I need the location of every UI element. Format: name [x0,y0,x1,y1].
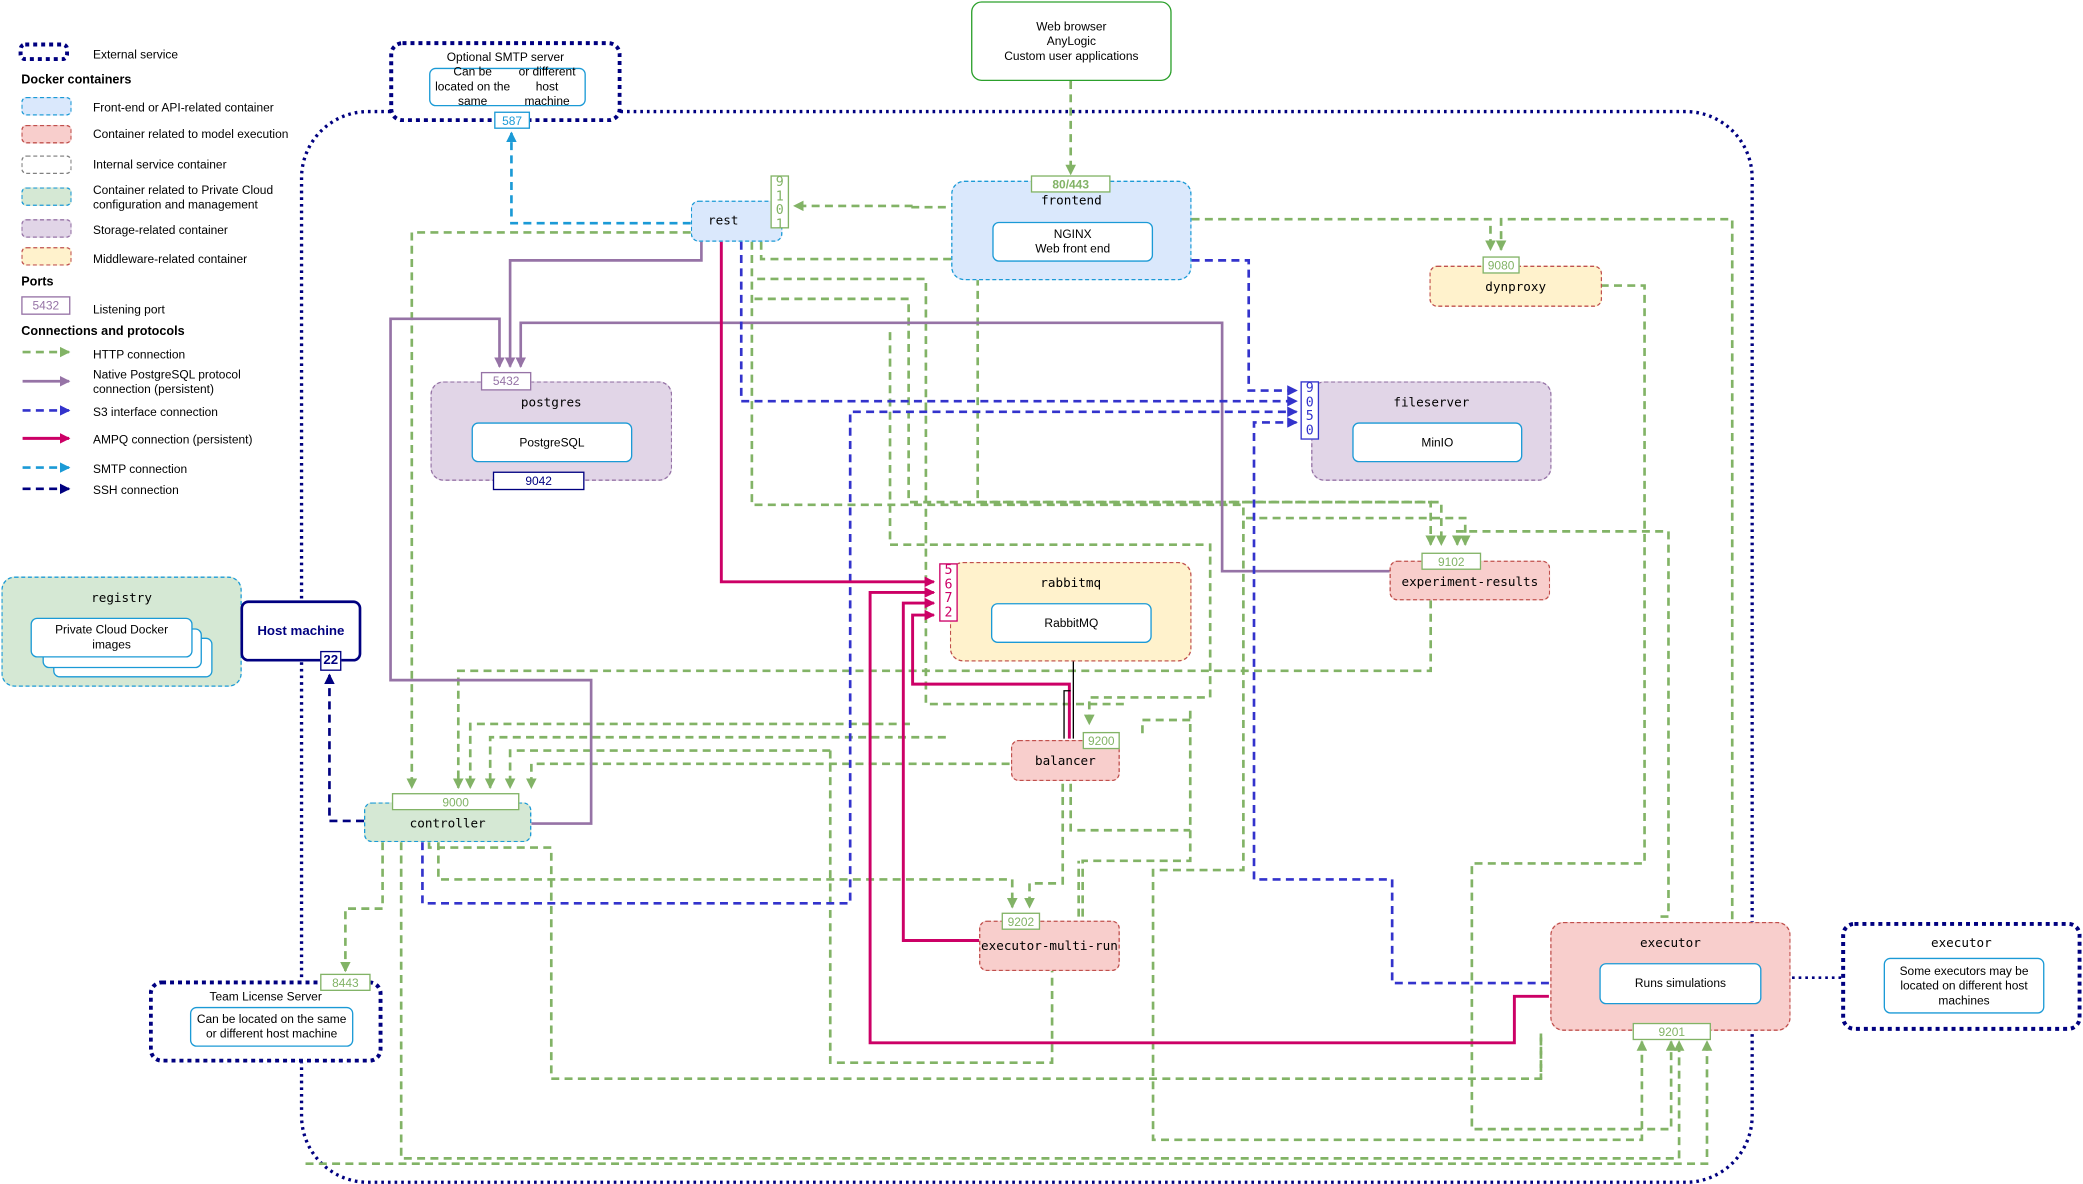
executor-container: executor Runs simulations [1550,921,1791,1031]
legend-internal-label: Internal service container [92,158,227,172]
experiment-results-name: experiment-results [1401,575,1539,590]
browser-line-2: AnyLogic [1046,33,1096,48]
rest-container: rest [690,200,783,242]
postgres-connections [389,241,1390,825]
http-connections [305,81,1734,1166]
legend-swatch-storage [21,219,72,238]
smtp-server-title: Optional SMTP server [446,50,565,64]
frontend-port: 80/443 [1030,175,1111,193]
experiment-results-port: 9102 [1421,552,1482,570]
legend-config-label-1: Container related to Private Cloud [92,183,274,197]
postgres-port-top: 5432 [480,371,532,391]
rabbitmq-inner: RabbitMQ [990,603,1152,643]
smtp-server-node: Optional SMTP server Can be located on t… [389,41,622,123]
frontend-inner-line-2: Web front end [1035,241,1111,256]
legend-docker-title: Docker containers [21,73,132,88]
registry-name: registry [91,591,152,606]
dynproxy-port: 9080 [1482,256,1520,274]
amqp-connections [719,241,1549,1045]
smtp-port: 587 [494,111,531,129]
browser-line-3: Custom user applications [1004,48,1139,62]
registry-inner: Private Cloud Docker images [30,617,193,658]
legend-execution-label: Container related to model execution [92,127,289,141]
controller-name: controller [409,816,486,832]
controller-port: 9000 [391,793,520,811]
legend-swatch-execution [21,124,72,144]
fileserver-port: 9 0 5 0 [1300,381,1320,440]
rabbitmq-port: 5 6 7 2 [939,563,958,622]
executor-inner: Runs simulations [1599,963,1762,1005]
smtp-inner-text-1: Can be located on the same [435,65,511,108]
dynproxy-name: dynproxy [1485,280,1547,295]
external-executor-node: executor Some executors may be located o… [1841,921,2082,1031]
legend-storage-label: Storage-related container [92,223,228,237]
postgres-inner: PostgreSQL [471,422,633,463]
smtp-server-inner: Can be located on the same or different … [429,65,586,108]
legend-port-example: 5432 [21,296,71,315]
frontend-container: frontend NGINX Web front end [951,180,1192,281]
executor-port: 9201 [1632,1022,1711,1041]
rest-name: rest [708,213,739,229]
postgres-container: postgres PostgreSQL [430,381,673,481]
frontend-name: frontend [1040,193,1102,209]
legend-swatch-config [21,187,72,206]
executor-multi-run-container: executor-multi-run [979,920,1120,972]
legend-ssh-label: SSH connection [92,483,179,497]
external-executor-inner: Some executors may be located on differe… [1883,957,2045,1014]
rabbitmq-container: rabbitmq RabbitMQ [949,561,1192,662]
legend-port-label: Listening port [92,302,165,317]
legend-middleware-label: Middleware-related container [92,252,248,266]
rabbitmq-name: rabbitmq [1040,576,1102,592]
host-machine-node: Host machine [240,600,362,662]
legend-smtp-label: SMTP connection [92,462,188,476]
smtp-inner-text-2: or different host machine [518,65,576,108]
fileserver-inner: MinIO [1352,422,1523,463]
legend-external-label: External service [92,47,179,62]
legend-swatch-frontend [21,96,72,116]
balancer-name: balancer [1034,754,1096,770]
legend-swatch-middleware [21,247,72,266]
legend-config-label-2: configuration and management [92,197,258,212]
fileserver-container: fileserver MinIO [1311,381,1552,481]
external-executor-line-2: located on different host [1900,978,2028,992]
rest-port: 9 1 0 1 [770,175,790,231]
legend-pg-label-1: Native PostgreSQL protocol [92,367,241,382]
legend-s3-label: S3 interface connection [92,405,218,419]
executor-multi-run-name: executor-multi-run [981,939,1118,954]
frontend-inner-line-1: NGINX [1053,227,1092,241]
license-server-port: 8443 [320,973,371,991]
legend-line-samples [22,346,71,495]
legend-amqp-label: AMPQ connection (persistent) [92,433,253,447]
legend-swatch-internal [21,155,72,175]
legend-ports-title: Ports [21,274,54,290]
legend-connections-title: Connections and protocols [21,324,185,339]
external-executor-name: executor [1930,936,1992,952]
license-inner-line-1: Can be located on the same [196,1012,347,1026]
browser-line-1: Web browser [1036,19,1107,33]
executor-multi-run-port: 9202 [1001,912,1041,930]
registry-container: registry Private Cloud Docker images [1,576,242,687]
executor-name: executor [1640,936,1701,952]
legend-http-label: HTTP connection [92,348,186,362]
postgres-name: postgres [520,395,582,411]
frontend-inner: NGINX Web front end [992,221,1154,262]
fileserver-name: fileserver [1393,395,1470,411]
legend-pg-label-2: connection (persistent) [92,382,214,396]
license-server-node: Team License Server Can be located on th… [148,980,383,1063]
host-machine-boundary [299,109,1754,1184]
license-server-title: Team License Server [209,989,322,1003]
license-server-inner: Can be located on the same or different … [189,1006,354,1047]
s3-connections [421,241,1549,985]
balancer-port: 9200 [1082,731,1120,750]
postgres-port-bottom: 9042 [492,471,585,491]
license-inner-line-2: or different host machine [205,1026,338,1041]
external-executor-line-3: machines [1938,992,1990,1007]
external-executor-line-1: Some executors may be [1899,963,2029,978]
host-machine-port: 22 [320,650,342,671]
legend-frontend-label: Front-end or API-related container [92,100,274,115]
legend-swatch-external [18,42,70,62]
web-browser-node: Web browser AnyLogic Custom user applica… [971,1,1172,82]
